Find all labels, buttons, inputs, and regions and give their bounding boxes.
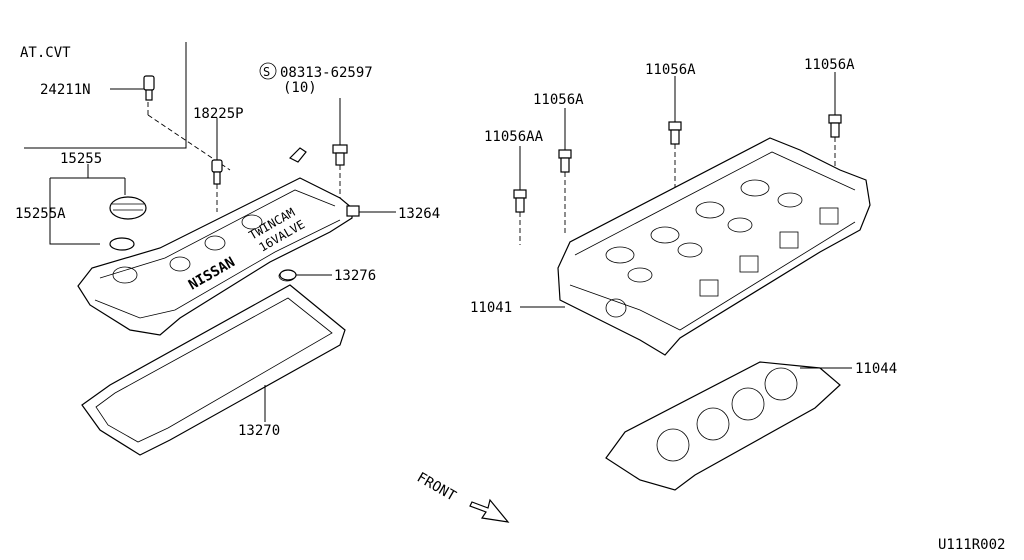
label-11041: 11041 [470, 300, 512, 316]
label-11056a-1: 11056A [533, 92, 584, 108]
label-13276: 13276 [334, 268, 376, 284]
part-13276 [279, 269, 332, 281]
label-11044: 11044 [855, 361, 897, 377]
bolt-11056a-1 [558, 108, 572, 235]
label-24211n: 24211N [40, 82, 91, 98]
cylinder-head-11041 [520, 137, 871, 356]
at-cvt-bracket [24, 42, 187, 149]
gasket-13270 [81, 284, 346, 456]
label-15255a: 15255A [15, 206, 66, 222]
label-13270: 13270 [238, 423, 280, 439]
bolt-11056a-3 [828, 72, 842, 170]
label-front: FRONT [414, 470, 459, 505]
head-gasket-11044 [605, 361, 852, 491]
bolt-08313-62597: S [259, 62, 348, 200]
label-11056a-3: 11056A [804, 57, 855, 73]
bolt-symbol: S [263, 65, 270, 79]
sensor-24211n [110, 75, 231, 171]
front-indicator: FRONT [414, 470, 510, 523]
rocker-cover: TWINCAM 16VALVE NISSAN [77, 147, 353, 336]
oil-cap [49, 164, 147, 251]
sensor-18225p [211, 118, 223, 212]
label-at-cvt: AT.CVT [20, 45, 71, 61]
part-13264 [346, 205, 396, 217]
bolt-11056aa [513, 146, 527, 245]
label-11056a-2: 11056A [645, 62, 696, 78]
label-bolt-qty: (10) [283, 80, 317, 96]
label-13264: 13264 [398, 206, 440, 222]
diagram-code: U111R002 [938, 537, 1005, 553]
label-18225p: 18225P [193, 106, 244, 122]
label-bolt-code: 08313-62597 [280, 65, 373, 81]
label-15255: 15255 [60, 151, 102, 167]
front-arrow-icon [469, 498, 510, 523]
label-11056aa: 11056AA [484, 129, 544, 145]
